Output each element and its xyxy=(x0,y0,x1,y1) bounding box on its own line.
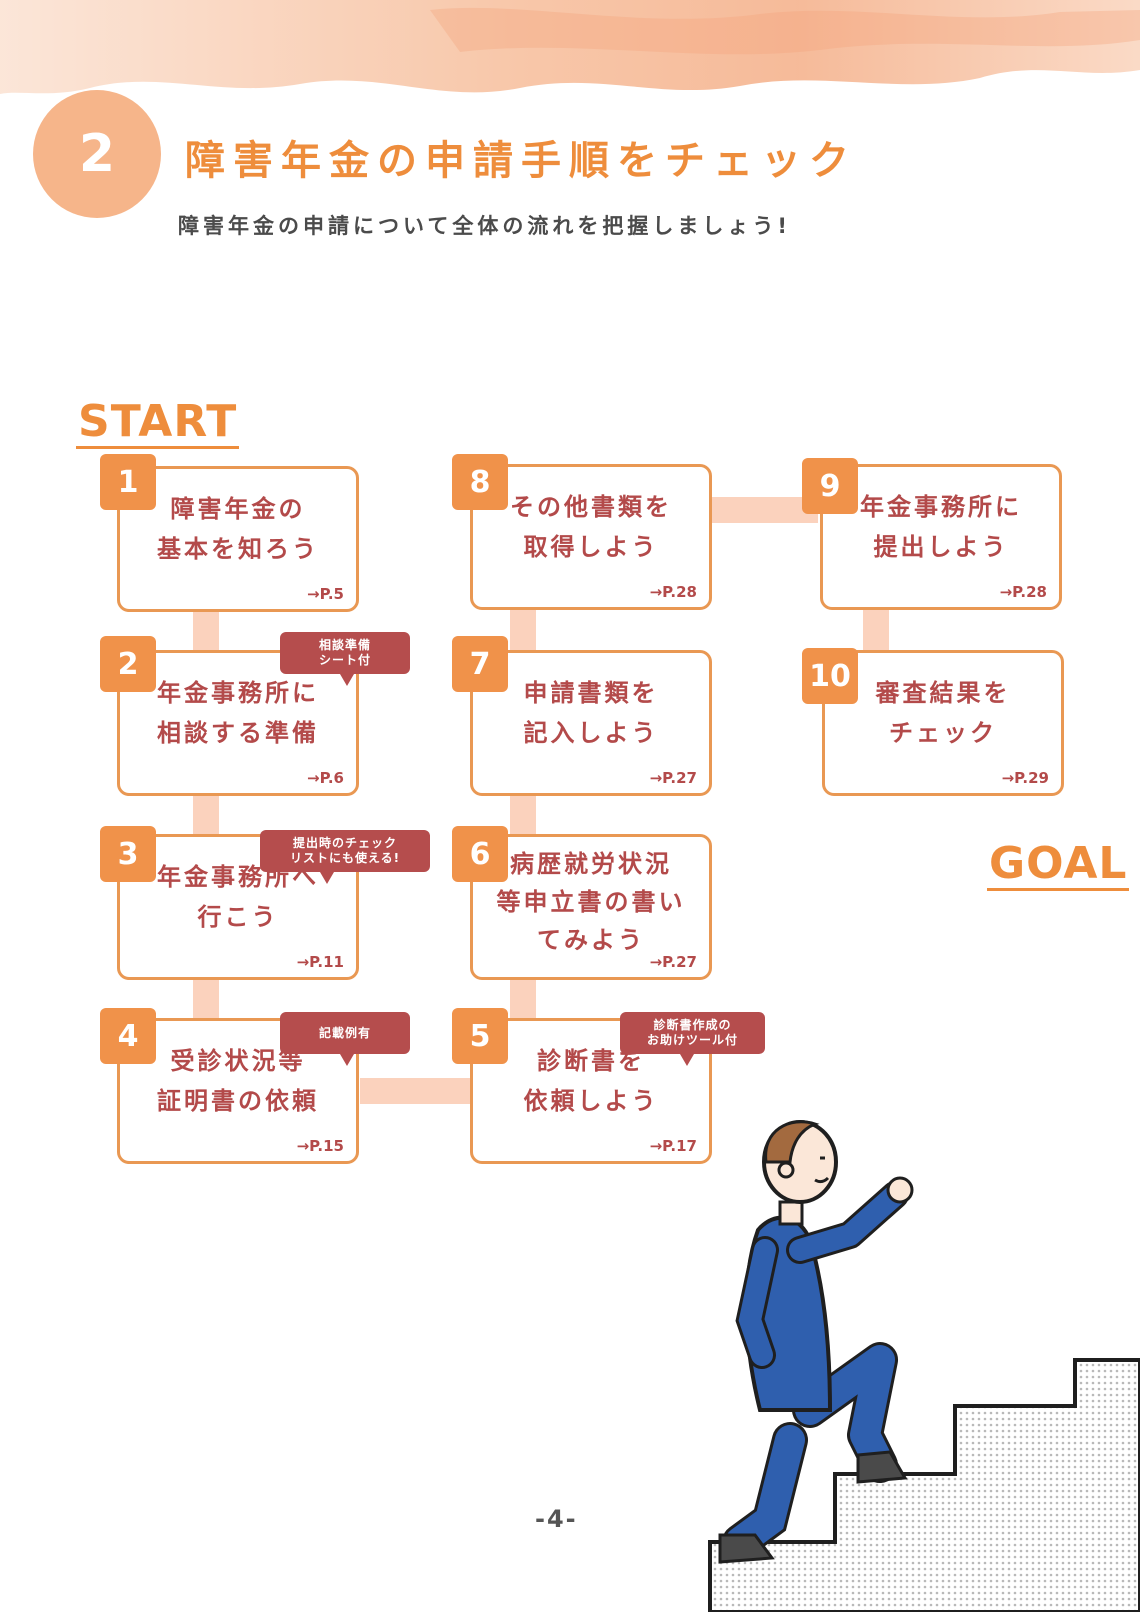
step-9-badge: 9 xyxy=(802,458,858,514)
connector-2-3 xyxy=(193,794,219,836)
step-3-line2: 行こう xyxy=(197,903,279,931)
step-7-line1: 申請書類を xyxy=(523,679,659,707)
step-9-line2: 提出しよう xyxy=(873,533,1009,561)
connector-7-8 xyxy=(510,606,536,650)
person-climbing-stairs-illustration xyxy=(708,1120,1140,1612)
step-4-tip-line1: 記載例有 xyxy=(318,1025,371,1040)
step-8-text: その他書類を取得しよう xyxy=(481,487,701,567)
step-10-line1: 審査結果を xyxy=(875,679,1011,707)
step-9-text: 年金事務所に提出しよう xyxy=(831,487,1051,567)
step-6-text: 病歴就労状況等申立書の書いてみよう xyxy=(481,845,701,959)
connector-9-10 xyxy=(863,608,889,652)
step-8-badge: 8 xyxy=(452,454,508,510)
step-card-1[interactable]: 障害年金の基本を知ろう →P.5 xyxy=(117,466,359,612)
step-9-page-link[interactable]: →P.28 xyxy=(999,583,1047,601)
step-card-6[interactable]: 病歴就労状況等申立書の書いてみよう →P.27 xyxy=(470,834,712,980)
step-6-badge: 6 xyxy=(452,826,508,882)
step-10-line2: チェック xyxy=(889,719,997,747)
step-2-tip: 相談準備シート付 xyxy=(280,632,410,686)
step-6-line1: 病歴就労状況 xyxy=(510,850,672,878)
step-3-tip: 提出時のチェックリストにも使える! xyxy=(260,830,430,884)
step-2-line2: 相談する準備 xyxy=(157,719,319,747)
page-number: -4- xyxy=(535,1505,578,1533)
step-6-line2: 等申立書の書い xyxy=(496,888,686,916)
step-1-line1: 障害年金の xyxy=(170,495,306,523)
connector-6-7 xyxy=(510,790,536,836)
step-8-line2: 取得しよう xyxy=(523,533,659,561)
step-3-tip-line2: リストにも使える! xyxy=(289,851,401,865)
step-10-page-link[interactable]: →P.29 xyxy=(1001,769,1049,787)
section-number-circle: 2 xyxy=(33,90,161,218)
step-10-text: 審査結果をチェック xyxy=(833,673,1053,753)
step-5-tip-line1: 診断書作成の xyxy=(653,1018,732,1032)
connector-1-2 xyxy=(193,608,219,650)
step-4-badge: 4 xyxy=(100,1008,156,1064)
step-8-page-link[interactable]: →P.28 xyxy=(649,583,697,601)
step-2-tip-line1: 相談準備 xyxy=(318,638,371,652)
step-2-tip-line2: シート付 xyxy=(318,653,371,667)
step-card-10[interactable]: 審査結果をチェック →P.29 xyxy=(822,650,1064,796)
step-8-line1: その他書類を xyxy=(510,493,672,521)
step-card-2[interactable]: 年金事務所に相談する準備 →P.6 xyxy=(117,650,359,796)
step-card-3[interactable]: 年金事務所へ行こう →P.11 xyxy=(117,834,359,980)
connector-4-5 xyxy=(360,1078,472,1104)
step-1-page-link[interactable]: →P.5 xyxy=(307,585,344,603)
step-4-tip: 記載例有 xyxy=(280,1012,410,1066)
step-card-5[interactable]: 診断書を依頼しよう →P.17 xyxy=(470,1018,712,1164)
section-subtitle: 障害年金の申請について全体の流れを把握しましょう! xyxy=(178,214,791,238)
section-number: 2 xyxy=(78,124,116,184)
step-5-page-link[interactable]: →P.17 xyxy=(649,1137,697,1155)
step-1-line2: 基本を知ろう xyxy=(157,535,319,563)
step-5-badge: 5 xyxy=(452,1008,508,1064)
connector-8-9 xyxy=(712,497,818,523)
step-6-line3: てみよう xyxy=(537,926,645,954)
step-2-text: 年金事務所に相談する準備 xyxy=(128,673,348,753)
step-3-tip-line1: 提出時のチェック xyxy=(292,836,397,850)
step-2-badge: 2 xyxy=(100,636,156,692)
step-3-badge: 3 xyxy=(100,826,156,882)
step-10-badge: 10 xyxy=(802,648,858,704)
step-card-8[interactable]: その他書類を取得しよう →P.28 xyxy=(470,464,712,610)
step-4-text: 受診状況等証明書の依頼 xyxy=(128,1041,348,1121)
connector-3-4 xyxy=(193,978,219,1020)
step-6-page-link[interactable]: →P.27 xyxy=(649,953,697,971)
step-7-badge: 7 xyxy=(452,636,508,692)
step-card-9[interactable]: 年金事務所に提出しよう →P.28 xyxy=(820,464,1062,610)
section-title: 障害年金の申請手順をチェック xyxy=(185,138,857,184)
step-4-line2: 証明書の依頼 xyxy=(157,1087,319,1115)
connector-5-6 xyxy=(510,974,536,1018)
step-card-7[interactable]: 申請書類を記入しよう →P.27 xyxy=(470,650,712,796)
step-5-tip-line2: お助けツール付 xyxy=(646,1033,738,1047)
start-label: START xyxy=(76,396,240,449)
step-5-tip: 診断書作成のお助けツール付 xyxy=(620,1012,765,1066)
step-2-line1: 年金事務所に xyxy=(157,679,319,707)
goal-label: GOAL xyxy=(987,838,1130,891)
step-7-line2: 記入しよう xyxy=(523,719,659,747)
step-7-page-link[interactable]: →P.27 xyxy=(649,769,697,787)
step-3-page-link[interactable]: →P.11 xyxy=(296,953,344,971)
step-4-page-link[interactable]: →P.15 xyxy=(296,1137,344,1155)
step-5-line2: 依頼しよう xyxy=(523,1087,659,1115)
step-1-text: 障害年金の基本を知ろう xyxy=(128,489,348,569)
step-1-badge: 1 xyxy=(100,454,156,510)
step-2-page-link[interactable]: →P.6 xyxy=(307,769,344,787)
watercolor-brush-stroke xyxy=(0,0,1140,94)
step-7-text: 申請書類を記入しよう xyxy=(481,673,701,753)
step-9-line1: 年金事務所に xyxy=(860,493,1022,521)
